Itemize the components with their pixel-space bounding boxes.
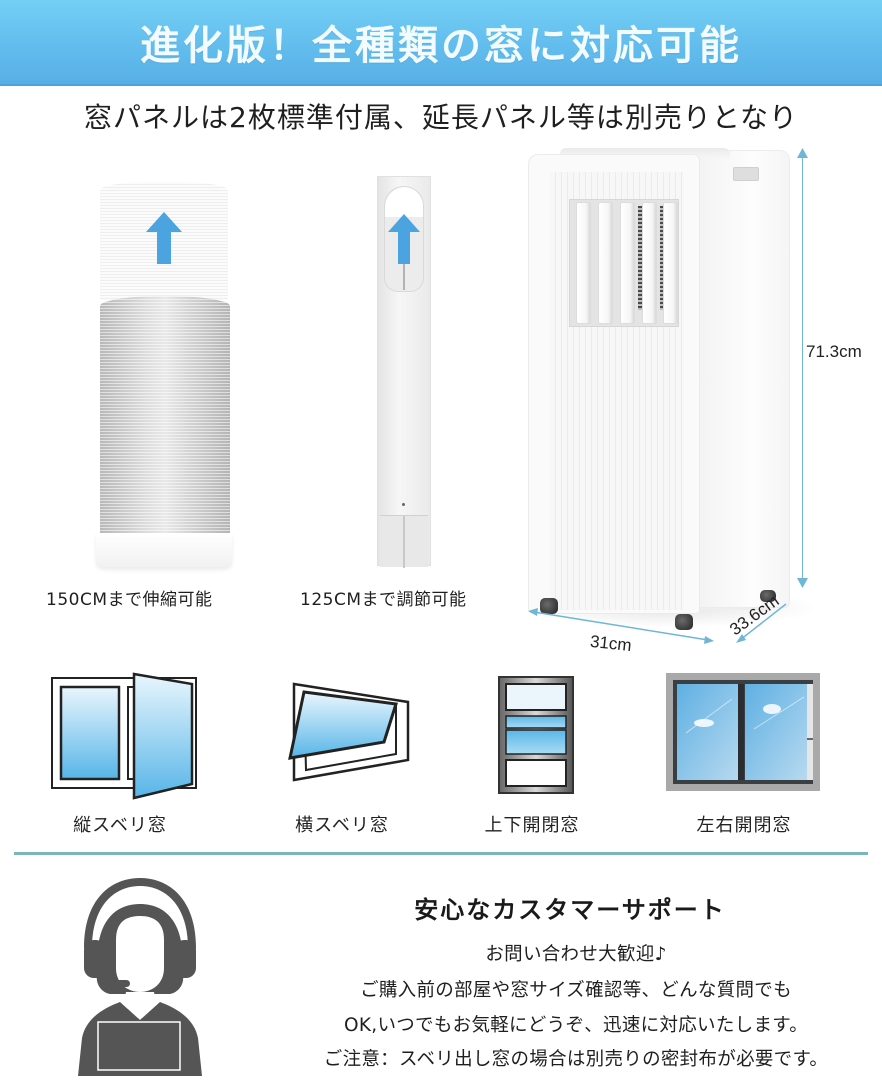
- unit-side-panel: [698, 150, 790, 608]
- height-dimension-line: [802, 152, 803, 582]
- panel-lock-dot: [402, 503, 405, 506]
- height-dimension-label: 71.3cm: [806, 342, 862, 361]
- hose-body: [100, 296, 230, 536]
- arrow-up-icon: [388, 214, 420, 290]
- width-dimension-label: 31cm: [589, 631, 633, 656]
- caster-wheel: [760, 590, 776, 602]
- arrow-head-icon: [797, 578, 808, 588]
- double-hung-window-icon: [498, 676, 574, 794]
- hose-length-label: 150CMまで伸縮可能: [46, 590, 213, 610]
- support-line: ご購入前の部屋や窓サイズ確認等、どんな質問でも: [360, 980, 792, 1001]
- section-divider: [14, 852, 868, 855]
- base-dimension-lines: [528, 603, 787, 644]
- panel-extension: [380, 515, 428, 568]
- hose-cuff: [96, 533, 232, 567]
- window-type-label: 縦スベリ窓: [73, 815, 167, 836]
- casement-window-icon: [51, 672, 197, 800]
- panel-length-label: 125CMまで調節可能: [300, 590, 467, 610]
- support-notice: ご注意：スベリ出し窓の場合は別売りの密封布が必要です。: [323, 1049, 829, 1070]
- arrow-head-icon: [797, 148, 808, 158]
- air-outlet-vent: [569, 199, 679, 327]
- subtitle: 窓パネルは2枚標準付属、延長パネル等は別売りとなり: [84, 101, 798, 134]
- arrow-up-icon: [146, 212, 182, 264]
- caster-wheel: [675, 614, 693, 630]
- banner-title: 進化版！全種類の窓に対応可能: [140, 23, 742, 69]
- window-type-label: 左右開閉窓: [696, 815, 792, 836]
- awning-window-icon: [288, 682, 410, 782]
- header-banner: 進化版！全種類の窓に対応可能: [0, 0, 882, 86]
- unit-top: [560, 148, 730, 158]
- support-agent-icon: [78, 878, 202, 1076]
- window-type-label: 横スベリ窓: [295, 815, 389, 836]
- support-title: 安心なカスタマーサポート: [414, 896, 726, 924]
- window-type-label: 上下開閉窓: [484, 815, 580, 836]
- support-line: お問い合わせ大歓迎♪: [485, 944, 667, 965]
- sliding-window-icon: [666, 673, 820, 791]
- support-line: OK,いつでもお気軽にどうぞ、迅速に対応いたします。: [343, 1015, 809, 1036]
- side-handle: [733, 167, 759, 181]
- caster-wheel: [540, 598, 558, 614]
